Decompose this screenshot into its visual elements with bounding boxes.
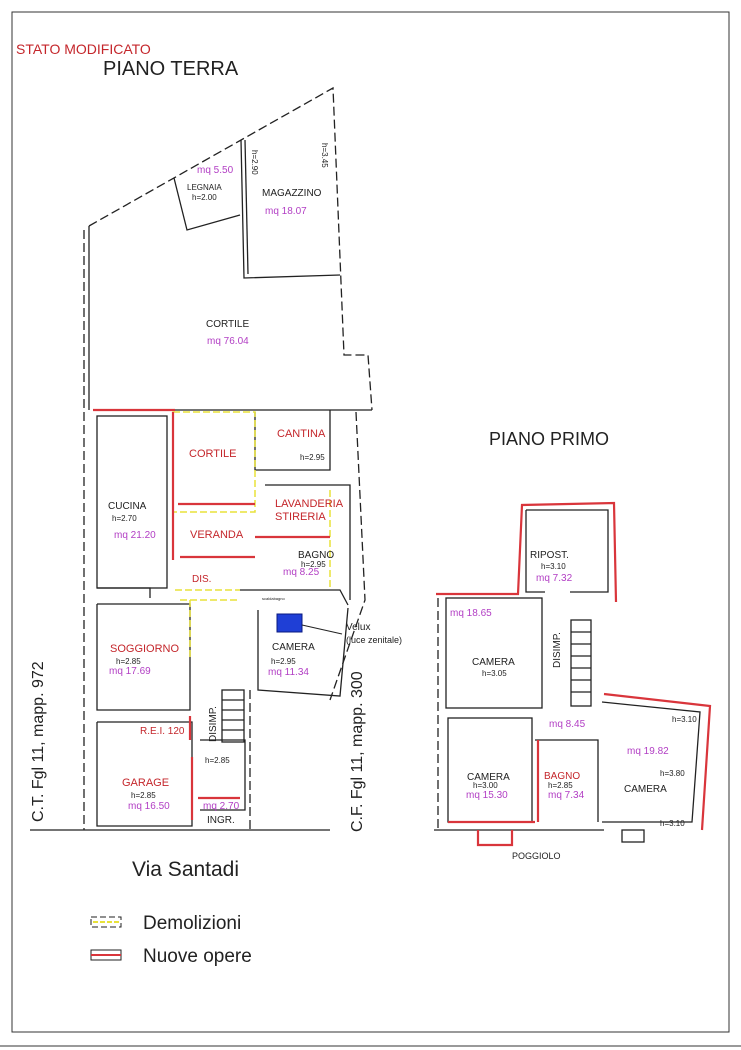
ripost-name: RIPOST. xyxy=(530,550,569,561)
soggiorno-name: SOGGIORNO xyxy=(110,643,180,655)
disimp-first-name: DISIMP. xyxy=(552,632,563,668)
camera-e-name: CAMERA xyxy=(624,784,667,795)
legend-nuove-opere-label: Nuove opere xyxy=(143,946,252,967)
first-floor-title: PIANO PRIMO xyxy=(489,429,609,449)
camera-nw-name: CAMERA xyxy=(472,657,515,668)
bagno-first-name: BAGNO xyxy=(544,771,580,782)
cortile-ext-area: mq 76.04 xyxy=(207,336,249,347)
camera-sw-height: h=3.00 xyxy=(473,781,498,790)
velux-note: (luce zenitale) xyxy=(346,635,402,645)
camera-e-height-2: h=3.80 xyxy=(660,769,685,778)
garage-height: h=2.85 xyxy=(131,791,156,800)
lavanderia-name-1: LAVANDERIA xyxy=(275,498,344,510)
camera-nw-height: h=3.05 xyxy=(482,669,507,678)
ripost-height: h=3.10 xyxy=(541,562,566,571)
magazzino-height-left: h=2.90 xyxy=(250,150,259,175)
right-cadastral-ref: C.F. Fgl 11, mapp. 300 xyxy=(349,671,366,832)
legnaia-height: h=2.00 xyxy=(192,193,217,202)
ground-floor-title: PIANO TERRA xyxy=(103,58,239,80)
garage-area: mq 16.50 xyxy=(128,801,170,812)
magazzino-height-right: h=3.45 xyxy=(320,143,329,168)
disimp-first-area: mq 8.45 xyxy=(549,719,586,730)
velux-skylight xyxy=(276,613,303,633)
camera-sw-area: mq 15.30 xyxy=(466,790,508,801)
ripost-area: mq 7.32 xyxy=(536,573,573,584)
scaldabagno-label: scaldabagno xyxy=(262,596,285,601)
legend-demolizioni-label: Demolizioni xyxy=(143,913,241,934)
street-name: Via Santadi xyxy=(132,858,239,881)
cortile-int-name: CORTILE xyxy=(189,448,236,460)
veranda-name: VERANDA xyxy=(190,529,244,541)
ingr-name: INGR. xyxy=(207,815,235,826)
camera-ground-height: h=2.95 xyxy=(271,657,296,666)
velux-leader-line xyxy=(301,624,343,635)
ingr-area: mq 2.70 xyxy=(203,801,240,812)
bagno-area: mq 8.25 xyxy=(283,567,320,578)
left-cadastral-ref: C.T. Fgl 11, mapp. 972 xyxy=(30,661,47,822)
bagno-first-height: h=2.85 xyxy=(548,781,573,790)
lavanderia-name-2: STIRERIA xyxy=(275,511,326,523)
ground-stairs xyxy=(221,689,245,743)
legnaia-area: mq 5.50 xyxy=(197,165,234,176)
bagno-name: BAGNO xyxy=(298,550,334,561)
camera-ground-area: mq 11.34 xyxy=(268,667,309,678)
sheet-border xyxy=(11,11,730,1033)
cortile-ext-name: CORTILE xyxy=(206,319,249,330)
poggiolo-label: POGGIOLO xyxy=(512,851,561,861)
velux-label: Velux xyxy=(346,622,370,633)
camera-nw-area: mq 18.65 xyxy=(450,608,492,619)
legend-swatch-demolizioni xyxy=(90,916,122,928)
bagno-height: h=2.95 xyxy=(301,560,326,569)
cantina-height: h=2.95 xyxy=(300,453,325,462)
camera-sw-name: CAMERA xyxy=(467,772,510,783)
cucina-area: mq 21.20 xyxy=(114,530,156,541)
soggiorno-height: h=2.85 xyxy=(116,657,141,666)
camera-ground-name: CAMERA xyxy=(272,642,315,653)
cantina-name: CANTINA xyxy=(277,428,326,440)
magazzino-name: MAGAZZINO xyxy=(262,188,322,199)
status-title: STATO MODIFICATO xyxy=(16,41,151,57)
magazzino-area: mq 18.07 xyxy=(265,206,307,217)
soggiorno-area: mq 17.69 xyxy=(109,666,151,677)
first-floor-stairs xyxy=(570,619,592,707)
legnaia-name: LEGNAIA xyxy=(187,183,222,192)
first-floor-outline xyxy=(434,501,712,847)
garage-name: GARAGE xyxy=(122,777,169,789)
cucina-name: CUCINA xyxy=(108,501,147,512)
disimp-ground-name: DISIMP. xyxy=(208,706,219,742)
demolitions-overlay xyxy=(172,411,331,660)
bagno-first-area: mq 7.34 xyxy=(548,790,585,801)
cucina-height: h=2.70 xyxy=(112,514,137,523)
new-works-overlay xyxy=(93,408,330,820)
camera-e-area: mq 19.82 xyxy=(627,746,669,757)
rei-label: R.E.I. 120 xyxy=(140,726,185,737)
camera-e-height-3: h=3.10 xyxy=(660,819,685,828)
disimp-ground-height: h=2.85 xyxy=(205,756,230,765)
dis-name: DIS. xyxy=(192,574,211,585)
camera-e-height-1: h=3.10 xyxy=(672,715,697,724)
